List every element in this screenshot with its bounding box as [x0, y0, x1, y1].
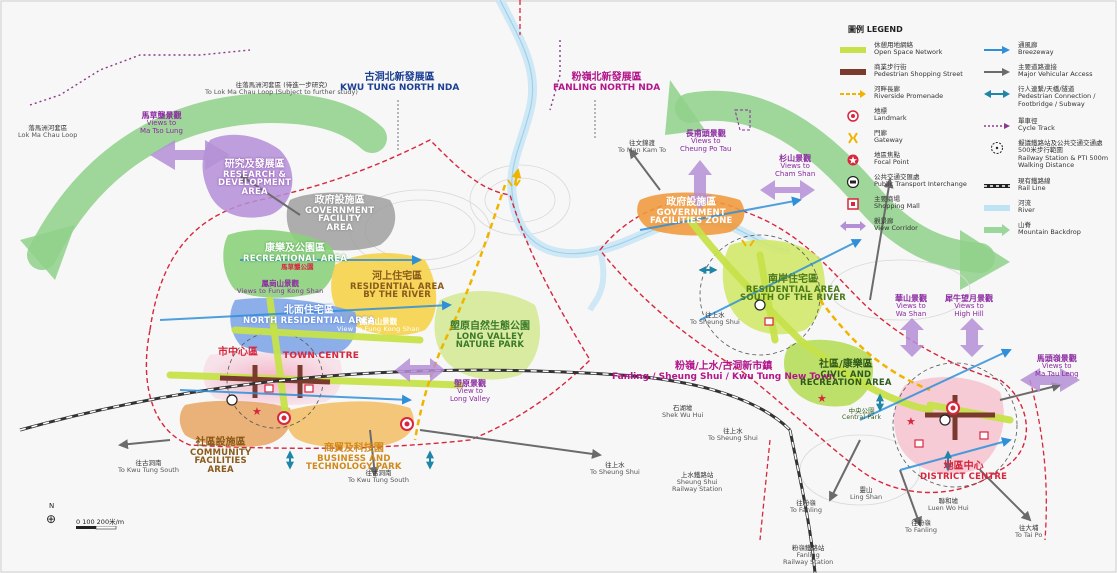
community-zone	[179, 400, 292, 447]
kwu-tung-nda-boundary	[145, 139, 591, 449]
gateway-icon	[848, 132, 858, 144]
walking-circle-icon	[991, 142, 1003, 154]
breezeways	[159, 196, 1012, 471]
open-space-icon	[840, 47, 866, 53]
promenade-icon	[840, 90, 866, 98]
shopping-street-icon	[840, 69, 866, 75]
scale-bar-graphic	[76, 526, 117, 530]
civic-zone	[784, 339, 874, 407]
focal-points: ★ ★ ★	[252, 392, 916, 428]
gateways	[507, 179, 755, 247]
recreational-zone	[223, 229, 336, 298]
cycle-track-icon	[984, 123, 1010, 129]
north-arrow-icon: ⊕	[46, 512, 57, 526]
scale-labels: 0 100 200米/m	[76, 518, 125, 526]
mountain-backdrop-west-head	[20, 225, 75, 280]
business-zone	[286, 401, 414, 448]
mountain-backdrop-east-tail	[960, 230, 1010, 290]
north-label: N	[49, 502, 55, 510]
vehicular-access	[118, 148, 1062, 527]
focal-point-icon	[847, 154, 859, 166]
view-corridor-icon	[840, 221, 866, 231]
riverside-promenade	[413, 184, 507, 441]
cycle-track	[29, 49, 251, 106]
residential-by-river-zone	[331, 253, 437, 336]
shopping-mall-icon	[847, 198, 859, 210]
pedestrian-connection-icon	[984, 90, 1010, 98]
svg-text:★: ★	[906, 415, 916, 428]
landmarks	[277, 401, 960, 431]
landmark-icon	[847, 110, 859, 122]
river-icon	[984, 205, 1010, 211]
government-facility-zone	[286, 192, 396, 251]
svg-text:★: ★	[817, 392, 827, 405]
breezeway-icon	[984, 46, 1010, 54]
long-valley-zone	[434, 290, 540, 380]
view-corridors	[150, 140, 1080, 392]
mountain-backdrop-east-head	[665, 80, 705, 135]
mountain-backdrop-icon	[984, 224, 1010, 236]
residential-south-zone	[722, 239, 825, 335]
mountain-backdrop-west	[27, 92, 387, 270]
svg-text:★: ★	[252, 405, 262, 418]
pedestrian-connections	[286, 266, 952, 472]
walking-circle-1	[699, 234, 821, 356]
rail-lines	[19, 368, 817, 573]
pti-icon	[846, 176, 860, 188]
pti-symbols	[226, 299, 951, 426]
shopping-malls	[264, 317, 989, 448]
rail-line-icon	[984, 184, 1010, 188]
legend-title: 圖例 LEGEND	[848, 25, 903, 34]
walking-circle-2	[892, 362, 1018, 488]
scale-bar: ⊕ N 0 100 200米/m	[46, 502, 136, 542]
vehicular-access-icon	[984, 68, 1010, 76]
